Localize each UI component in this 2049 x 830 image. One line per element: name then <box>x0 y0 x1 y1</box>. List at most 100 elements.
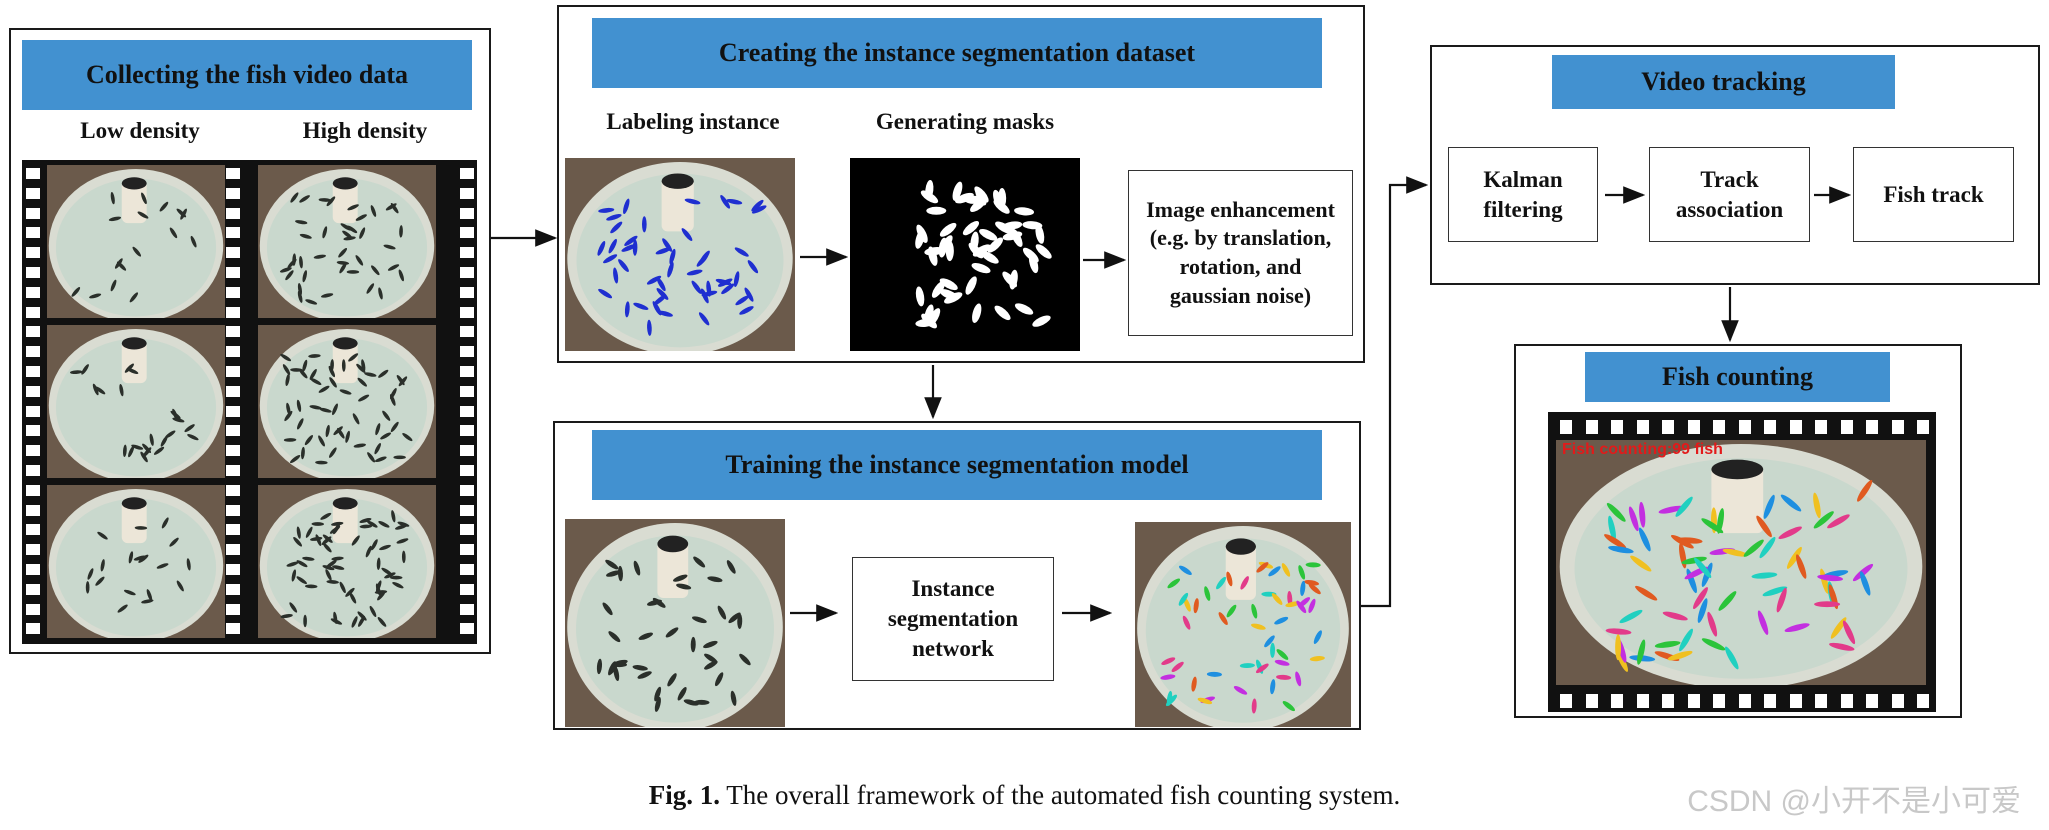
fish-count-overlay: Fish counting:99 fish <box>1562 441 1723 458</box>
film-sprocket-hole <box>460 603 474 615</box>
film-sprocket-hole <box>1585 420 1598 434</box>
film-sprocket-hole <box>1891 420 1904 434</box>
figure-caption: Fig. 1. The overall framework of the aut… <box>0 780 2049 811</box>
film-sprocket-hole <box>1917 694 1929 708</box>
film-sprocket-hole <box>1789 694 1802 708</box>
film-sprocket-hole <box>226 366 240 377</box>
film-sprocket-hole <box>226 346 240 358</box>
collect-frame-image <box>258 325 436 478</box>
film-sprocket-hole <box>460 623 474 635</box>
film-sprocket-hole <box>460 306 474 318</box>
film-sprocket-hole <box>1891 694 1904 708</box>
image-enhancement-box: Image enhancement (e.g. by translation, … <box>1128 170 1353 336</box>
film-sprocket-hole <box>226 207 240 219</box>
tracking-title: Video tracking <box>1552 55 1895 109</box>
collect-frame-image <box>258 485 436 638</box>
film-sprocket-hole <box>26 326 40 338</box>
film-sprocket-hole <box>26 187 40 199</box>
assoc-line2: association <box>1675 196 1784 222</box>
caption-prefix: Fig. 1. <box>648 780 720 810</box>
film-sprocket-hole <box>1687 694 1700 708</box>
collect-frame-image <box>47 165 225 318</box>
network-line3: network <box>912 635 994 661</box>
film-sprocket-hole <box>226 385 240 397</box>
film-sprocket-hole <box>26 465 40 476</box>
film-sprocket-hole <box>26 544 40 556</box>
film-sprocket-hole <box>460 583 474 595</box>
film-sprocket-hole <box>1840 420 1853 434</box>
film-sprocket-hole <box>460 544 474 556</box>
film-sprocket-hole <box>26 267 40 278</box>
film-sprocket-hole <box>1662 420 1674 434</box>
dataset-title: Creating the instance segmentation datas… <box>592 18 1322 88</box>
film-sprocket-hole <box>26 445 40 457</box>
film-sprocket-hole <box>1789 420 1802 434</box>
film-sprocket-hole <box>26 504 40 516</box>
film-sprocket-hole <box>1917 420 1929 434</box>
enhance-line2: (e.g. by translation, <box>1149 225 1332 251</box>
arrow-training-to-tracking <box>1361 176 1429 608</box>
film-sprocket-hole <box>26 346 40 358</box>
low-density-label: Low density <box>80 118 200 143</box>
film-sprocket-hole <box>460 564 474 575</box>
kalman-filtering-box: Kalman filtering <box>1448 147 1598 242</box>
film-sprocket-hole <box>1764 694 1776 708</box>
generating-masks-label: Generating masks <box>875 109 1055 134</box>
training-title: Training the instance segmentation model <box>592 430 1322 500</box>
film-sprocket-hole <box>460 465 474 476</box>
training-input-image <box>565 519 785 727</box>
film-sprocket-hole <box>26 603 40 615</box>
enhance-line4: gaussian noise) <box>1169 282 1312 308</box>
collect-frame-image <box>47 485 225 638</box>
film-sprocket-hole <box>226 267 240 278</box>
film-sprocket-hole <box>26 484 40 496</box>
assoc-line1: Track <box>1700 166 1759 192</box>
film-sprocket-hole <box>1585 694 1598 708</box>
collect-title: Collecting the fish video data <box>22 40 472 110</box>
fish-track-label: Fish track <box>1883 181 1984 207</box>
film-sprocket-hole <box>1636 420 1649 434</box>
film-sprocket-hole <box>460 168 474 179</box>
film-sprocket-hole <box>226 564 240 575</box>
film-sprocket-hole <box>26 583 40 595</box>
film-sprocket-hole <box>226 306 240 318</box>
film-sprocket-hole <box>226 286 240 298</box>
film-sprocket-hole <box>460 484 474 496</box>
film-sprocket-hole <box>1560 694 1572 708</box>
film-sprocket-hole <box>226 603 240 615</box>
film-sprocket-hole <box>1866 420 1878 434</box>
film-sprocket-hole <box>226 504 240 516</box>
film-sprocket-hole <box>1815 420 1827 434</box>
mask-image <box>850 158 1080 351</box>
collect-frame-image <box>47 325 225 478</box>
film-sprocket-hole <box>460 504 474 516</box>
film-sprocket-hole <box>1840 694 1853 708</box>
film-sprocket-hole <box>26 168 40 179</box>
labeling-instance-label: Labeling instance <box>606 109 780 134</box>
film-sprocket-hole <box>1764 420 1776 434</box>
film-sprocket-hole <box>1611 694 1623 708</box>
film-sprocket-hole <box>226 465 240 476</box>
segmentation-network-box: Instance segmentation network <box>852 557 1054 681</box>
film-sprocket-hole <box>26 405 40 417</box>
counting-image <box>1556 440 1926 685</box>
film-sprocket-hole <box>1611 420 1623 434</box>
collect-frame-image <box>258 165 436 318</box>
film-sprocket-hole <box>1713 420 1725 434</box>
enhance-line1: Image enhancement <box>1146 196 1335 222</box>
counting-title: Fish counting <box>1585 352 1890 402</box>
film-sprocket-hole <box>1687 420 1700 434</box>
film-sprocket-hole <box>1738 420 1751 434</box>
film-sprocket-hole <box>1815 694 1827 708</box>
watermark: CSDN @小开不是小可爱 <box>1687 785 2021 818</box>
film-sprocket-hole <box>460 247 474 259</box>
film-sprocket-hole <box>226 187 240 199</box>
film-sprocket-hole <box>226 247 240 259</box>
film-sprocket-hole <box>460 187 474 199</box>
film-sprocket-hole <box>226 425 240 437</box>
film-sprocket-hole <box>460 405 474 417</box>
film-sprocket-hole <box>26 286 40 298</box>
film-sprocket-hole <box>26 564 40 575</box>
training-output-image <box>1135 522 1351 727</box>
